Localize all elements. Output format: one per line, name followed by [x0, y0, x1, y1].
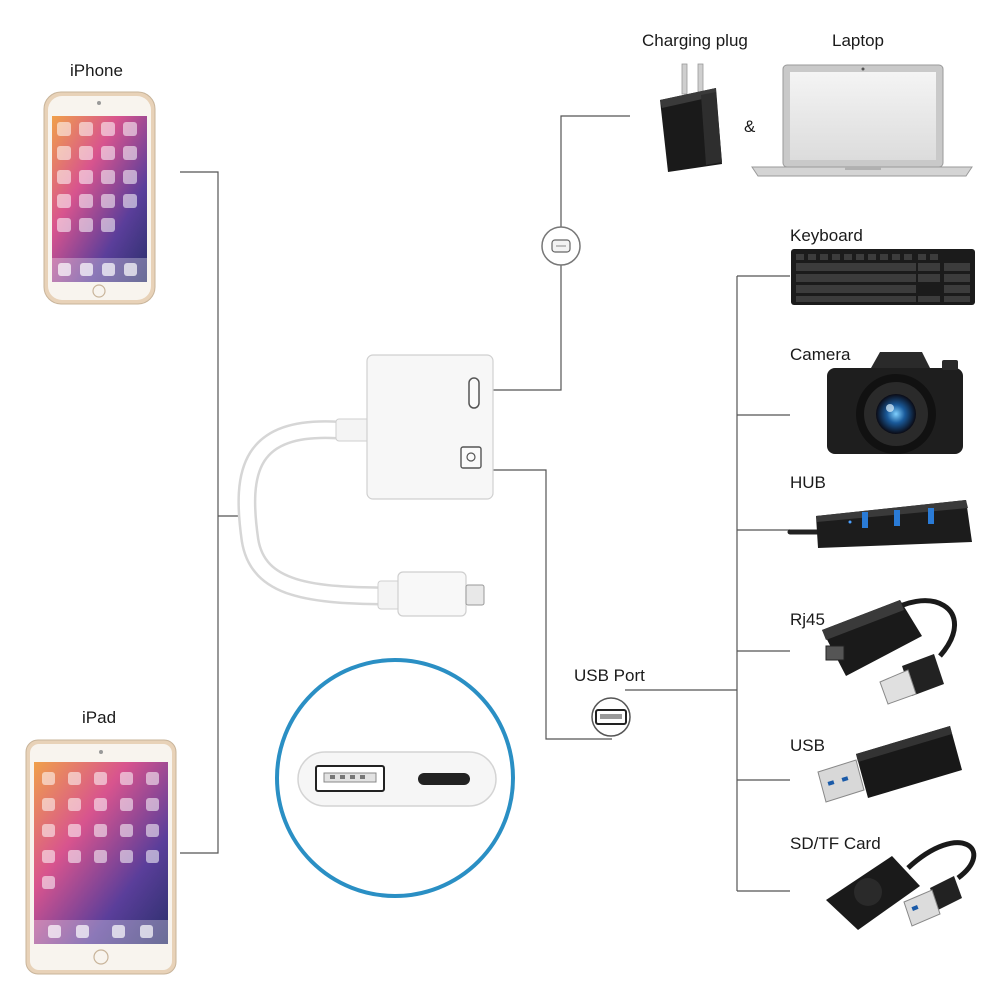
rj45-label: Rj45: [790, 610, 825, 629]
iphone-label: iPhone: [70, 61, 123, 80]
ipad-label: iPad: [82, 708, 117, 727]
usb-label: USB: [790, 736, 825, 755]
lightning-connector-icon: [541, 226, 581, 266]
charging-plug-label: Charging plug: [642, 31, 748, 50]
sd-card-reader-image: [826, 840, 977, 930]
usb-hub-image: [787, 500, 972, 548]
ipad-image: [25, 739, 177, 975]
ampersand-label: &: [744, 117, 756, 136]
charging-plug-image: [660, 63, 722, 172]
usb-port-label: USB Port: [574, 666, 645, 685]
keyboard-label: Keyboard: [790, 226, 863, 245]
left-device-bracket: [180, 171, 219, 854]
laptop-label: Laptop: [832, 31, 884, 50]
usb-port-line: [490, 469, 612, 740]
keyboard-image: [791, 249, 975, 305]
rj45-adapter-image: [822, 598, 957, 705]
usb-drive-image: [817, 726, 962, 803]
iphone-image: [43, 91, 156, 305]
sd-tf-card-label: SD/TF Card: [790, 834, 881, 853]
laptop-image: [751, 64, 973, 177]
port-closeup-circle: [275, 658, 515, 898]
camera-label: Camera: [790, 345, 851, 364]
lightning-adapter-image: [237, 354, 494, 617]
camera-image: [827, 352, 963, 454]
hub-label: HUB: [790, 473, 826, 492]
usb-port-icon: [591, 697, 631, 737]
